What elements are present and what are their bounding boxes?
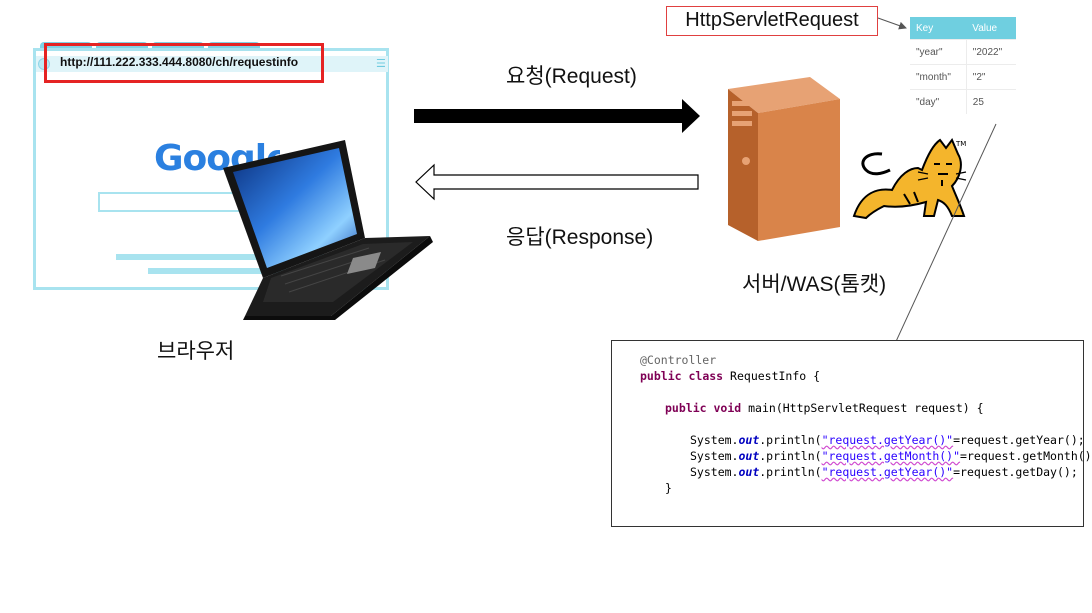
content-bar (116, 254, 336, 260)
browser-label: 브라우저 (157, 340, 235, 363)
server-label: 서버/WAS(톰캣) (742, 273, 887, 296)
kv-key-cell: "month" (910, 64, 967, 90)
url-highlight-box (44, 43, 324, 83)
code-println-line: System.out.println("request.getYear()"=r… (690, 464, 1078, 480)
http-servlet-request-label: HttpServletRequest (685, 9, 859, 31)
kv-key-cell: "year" (910, 39, 967, 65)
code-method-line: public void main(HttpServletRequest requ… (665, 400, 984, 416)
label-to-table-connector (877, 17, 907, 30)
code-println: .println( (759, 433, 822, 447)
address-bar[interactable] (36, 56, 388, 72)
response-label: 응답(Response) (506, 226, 654, 249)
request-arrow (414, 99, 700, 133)
code-class-name: RequestInfo { (730, 369, 821, 383)
code-kw-class: class (688, 369, 724, 383)
kv-value-cell: 25 (966, 89, 1016, 114)
code-println: .println( (759, 449, 822, 463)
kv-header-value: Value (966, 17, 1016, 40)
kv-value-cell: "2022" (966, 39, 1016, 65)
code-annotation: @Controller (640, 353, 717, 367)
laptop-icon (223, 140, 433, 320)
code-rest: =request.getDay(); (953, 465, 1078, 479)
code-kw-void: void (713, 401, 742, 415)
table-row: "year" "2022" (910, 39, 1016, 65)
kv-key-cell: "day" (910, 89, 967, 114)
tomcat-logo-icon: TM (852, 138, 966, 220)
code-println-line: System.out.println("request.getMonth()"=… (690, 448, 1092, 464)
browser-tab-1[interactable] (40, 42, 92, 50)
code-method-sig: main(HttpServletRequest request) { (748, 401, 984, 415)
code-string: "request.getMonth()" (821, 449, 961, 463)
code-rest: =request.getMonth(); (960, 449, 1092, 463)
browser-tab-3[interactable] (152, 42, 204, 50)
table-row: "day" 25 (910, 89, 1016, 114)
code-string: "request.getYear()" (821, 465, 954, 479)
kv-header-key: Key (910, 17, 967, 40)
key-value-table: Key Value "year" "2022" "month" "2" "day… (910, 17, 1016, 114)
code-out: out (738, 465, 760, 479)
code-println: .println( (759, 465, 822, 479)
browser-tab-2[interactable] (96, 42, 148, 50)
server-icon (728, 77, 840, 241)
code-println-line: System.out.println("request.getYear()"=r… (690, 432, 1085, 448)
request-label: 요청(Request) (506, 65, 637, 88)
content-bar (148, 268, 334, 274)
tomcat-tm: TM (955, 140, 966, 148)
request-response-arrows (414, 99, 700, 201)
menu-icon[interactable]: ☰ (376, 57, 386, 70)
code-rest: =request.getYear(); (953, 433, 1085, 447)
code-kw-public: public (665, 401, 707, 415)
code-string: "request.getYear()" (821, 433, 954, 447)
code-panel (611, 340, 1084, 527)
code-out: out (738, 433, 760, 447)
code-sys: System. (690, 449, 739, 463)
code-close-brace: } (665, 481, 672, 495)
code-class-line: public class RequestInfo { (640, 368, 820, 384)
response-arrow (415, 163, 699, 201)
browser-tab-4[interactable] (208, 42, 260, 50)
kv-value-cell: "2" (966, 64, 1016, 90)
code-sys: System. (690, 465, 739, 479)
table-row: "month" "2" (910, 64, 1016, 90)
code-out: out (738, 449, 760, 463)
url-text: http://111.222.333.444.8080/ch/requestin… (60, 55, 299, 69)
code-kw-public: public (640, 369, 682, 383)
code-sys: System. (690, 433, 739, 447)
http-servlet-request-box (666, 6, 878, 36)
